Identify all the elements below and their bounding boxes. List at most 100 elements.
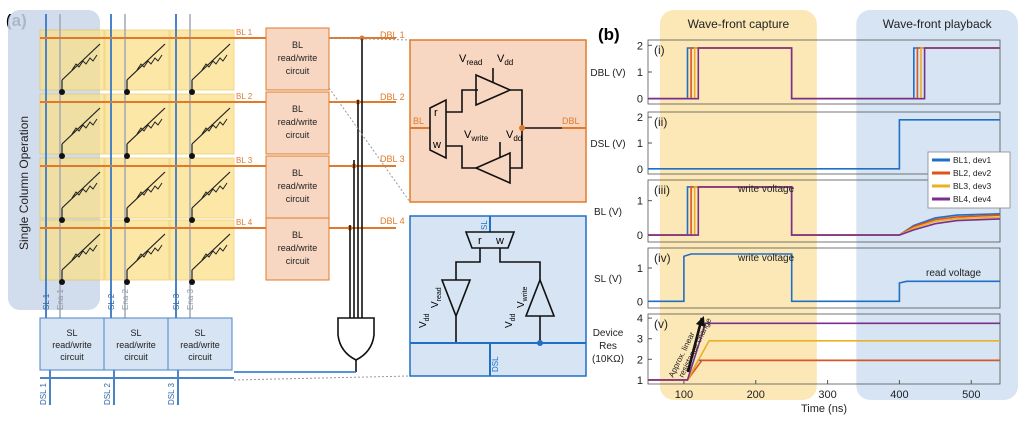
- dbl-label-3: DBL 3: [380, 154, 405, 164]
- memristor-wire: [61, 107, 101, 145]
- memristor-wire: [191, 171, 231, 209]
- memristor-wire: [126, 171, 166, 209]
- access-node: [59, 153, 65, 159]
- sl-rw-text: read/write: [52, 340, 92, 350]
- res-arrow-line: [686, 317, 704, 373]
- memristor-symbol: [71, 182, 98, 199]
- bl-row-label: BL 1: [236, 28, 253, 37]
- memristor-cell: [189, 233, 231, 285]
- sl-rw-text: SL: [194, 328, 205, 338]
- legend-item: BL3, dev3: [953, 181, 992, 191]
- sl-vread: V: [430, 301, 441, 308]
- chart-frame: [647, 247, 1001, 309]
- y-tick-label: 0: [637, 230, 643, 242]
- res-series-line: [648, 322, 1000, 381]
- bl-write-note: write voltage: [737, 184, 795, 195]
- memristor-wire: [126, 107, 166, 145]
- memristor-cell: [59, 171, 101, 223]
- sl-circuit-detail: r w SL DSL Vdd Vread Vdd Vwrite: [233, 215, 587, 381]
- x-tick-label: 500: [962, 389, 980, 401]
- dsl-label: DSL 1: [39, 383, 48, 405]
- sl-rw-text: read/write: [116, 340, 156, 350]
- memristor-symbol: [201, 244, 228, 261]
- access-node: [189, 89, 195, 95]
- bl-rw-block: [265, 27, 330, 91]
- sl-rw-text: SL: [66, 328, 77, 338]
- playback-title: Wave-front playback: [883, 17, 993, 31]
- memristor-cell: [59, 107, 101, 159]
- bl-blocks: BLread/writecircuitBLread/writecircuitBL…: [265, 27, 330, 281]
- x-tick-label: 200: [747, 389, 765, 401]
- bl-row-label: BL 3: [236, 156, 253, 165]
- memristor-cell: [124, 233, 166, 285]
- dbl-label-4: DBL 4: [380, 216, 405, 226]
- bl-rw-text: BL: [292, 40, 303, 50]
- svg-text:Vwrite: Vwrite: [516, 286, 529, 308]
- dsl-series-line: [648, 119, 1000, 170]
- bl-series-line: [648, 186, 1001, 236]
- res-arrow-head: [695, 316, 705, 327]
- access-node: [124, 153, 130, 159]
- sl-vdd2-sub: dd: [510, 313, 517, 321]
- bl-rw-block: [265, 91, 330, 155]
- svg-text:Vdd: Vdd: [504, 313, 517, 328]
- dbl-series-line: [648, 47, 1000, 100]
- waveform-charts: Wave-front capture Wave-front playback 0 1 2…: [590, 10, 1018, 415]
- sl-rw-text: read/write: [180, 340, 220, 350]
- bl-row-label: BL 4: [236, 218, 253, 227]
- x-tick-label: 300: [818, 389, 836, 401]
- sl-rw-text: circuit: [188, 352, 212, 362]
- bl-rw-text: read/write: [278, 243, 318, 253]
- memristor-cell: [124, 107, 166, 159]
- y-axis-label: SL (V): [594, 274, 622, 285]
- sl-write-note: write voltage: [737, 253, 795, 264]
- memristor-wire: [61, 171, 101, 209]
- bl-detail-dbl: DBL: [562, 116, 580, 126]
- bl-vdd2: V: [506, 129, 514, 141]
- memristor-symbol: [71, 118, 98, 135]
- sl-rw-block: [39, 317, 105, 371]
- access-node: [189, 217, 195, 223]
- memristor-symbol: [201, 54, 228, 71]
- x-axis-label: Time (ns): [801, 403, 847, 415]
- sl-vdd: V: [418, 321, 429, 328]
- bl-vdd2-sub: dd: [513, 134, 522, 143]
- y-tick-label: 3: [637, 334, 643, 346]
- sl-rw-text: circuit: [124, 352, 148, 362]
- sl-column-label: SL 3: [172, 293, 181, 310]
- y-axis-label: DBL (V): [590, 68, 625, 79]
- svg-text:Vread: Vread: [430, 287, 443, 308]
- capture-title: Wave-front capture: [688, 17, 790, 31]
- svg-text:Vdd: Vdd: [418, 313, 431, 328]
- memristor-cell: [59, 233, 101, 285]
- bl-vdd: V: [497, 53, 505, 65]
- bl-rw-text: BL: [292, 230, 303, 240]
- access-node: [189, 153, 195, 159]
- memristor-symbol: [201, 182, 228, 199]
- sl-r: r: [478, 235, 482, 247]
- sl-detail-dsl: DSL: [491, 356, 500, 372]
- bl-row-label: BL 2: [236, 92, 253, 101]
- dsl-label: DSL 2: [103, 383, 112, 405]
- access-node: [189, 279, 195, 285]
- svg-text:Vdd: Vdd: [497, 53, 513, 67]
- row-tag: (iii): [654, 183, 670, 197]
- bl-rw-text: circuit: [286, 66, 310, 76]
- cell-bg: [104, 157, 170, 219]
- memristor-cell: [124, 43, 166, 95]
- x-tick-label: 400: [890, 389, 908, 401]
- memristor-wire: [126, 233, 166, 271]
- bl-rw-text: circuit: [286, 130, 310, 140]
- memristor-wire: [126, 43, 166, 81]
- memristor-symbol: [136, 244, 163, 261]
- y-tick-label: 1: [637, 67, 643, 79]
- y-axis-label: Device: [593, 328, 624, 339]
- bl-circuit-detail: Vread Vdd r w Vwrite Vdd BL DBL: [328, 37, 587, 203]
- y-tick-label: 2: [637, 112, 643, 124]
- dsl-label: DSL 3: [167, 383, 176, 405]
- panel-b-label: (b): [598, 25, 620, 44]
- sl-column-label: SL 1: [42, 293, 51, 310]
